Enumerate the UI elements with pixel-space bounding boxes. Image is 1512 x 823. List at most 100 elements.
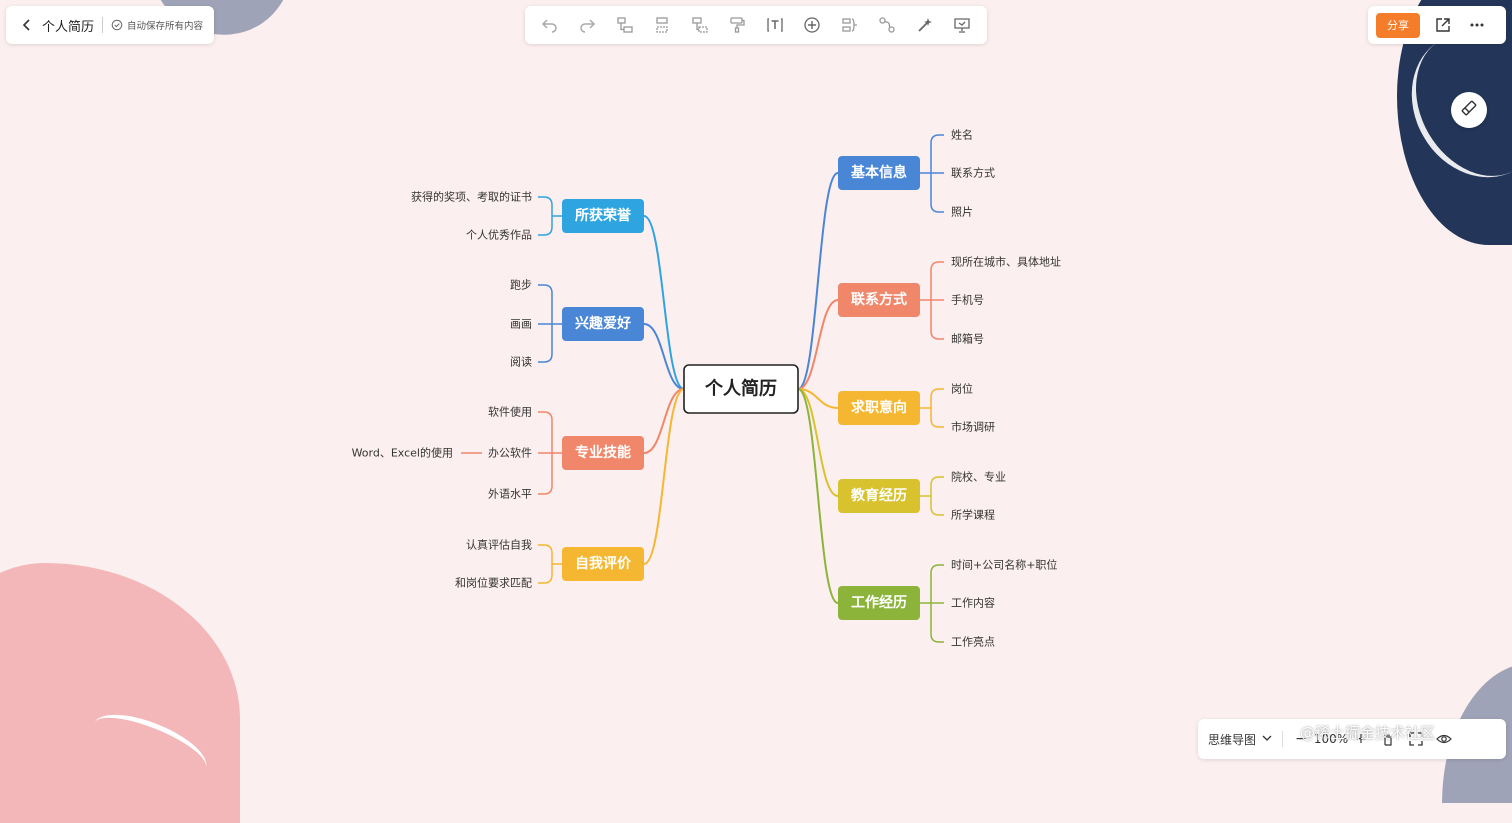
insert-icon[interactable]: [799, 12, 825, 38]
frame-icon[interactable]: [949, 12, 975, 38]
branch-label-right-2: 求职意向: [851, 399, 907, 416]
child-connector-left-2-line-2: [538, 453, 553, 495]
back-arrow-icon[interactable]: [16, 14, 38, 36]
fit-screen-icon[interactable]: [1407, 730, 1425, 748]
zoom-in-button[interactable]: +: [1355, 731, 1367, 747]
leaf-label-right-0-2: 照片: [951, 206, 973, 219]
branch-node-right-3[interactable]: [838, 479, 920, 513]
child-connector-right-3-line-0: [930, 476, 944, 496]
sibling-topic-icon[interactable]: [649, 12, 675, 38]
zoom-level: 100%: [1313, 732, 1349, 746]
leaf-label-left-1-2: 阅读: [510, 355, 532, 369]
child-connector-right-3-line-1: [930, 496, 944, 516]
style-icon[interactable]: [912, 12, 938, 38]
branch-label-right-0: 基本信息: [851, 164, 907, 181]
leaf-label-right-0-1: 联系方式: [951, 166, 995, 180]
child-connector-left-0-line-0: [538, 196, 553, 216]
more-icon[interactable]: [1466, 14, 1488, 36]
child-connector-right-4-line-0: [930, 564, 944, 603]
editor-toolbar: [525, 6, 987, 44]
leaf-label-right-1-0: 现所在城市、具体地址: [951, 255, 1061, 269]
leaf-label-left-2-0: 软件使用: [488, 405, 532, 419]
text-icon[interactable]: [762, 12, 788, 38]
branch-node-left-1[interactable]: [562, 307, 644, 341]
chevron-down-icon: [1262, 732, 1272, 746]
view-controls: 思维导图 − 100% +: [1198, 719, 1506, 759]
branch-node-left-0[interactable]: [562, 199, 644, 233]
share-panel: 分享: [1368, 6, 1506, 44]
branch-node-left-2[interactable]: [562, 436, 644, 470]
child-connector-left-3-line-0: [538, 544, 553, 564]
connector-root-right-3: [797, 388, 839, 497]
undo-icon[interactable]: [537, 12, 563, 38]
connector-root-right-4: [797, 388, 839, 604]
child-connector-right-0-line-0: [930, 134, 944, 173]
child-connector-left-0-line-1: [538, 216, 553, 236]
child-connector-right-2-line-0: [930, 388, 944, 408]
branch-label-left-1: 兴趣爱好: [575, 315, 631, 332]
leaf-label-right-4-1: 工作内容: [951, 596, 995, 610]
branch-label-right-4: 工作经历: [851, 594, 907, 611]
branch-label-right-1: 联系方式: [851, 291, 907, 308]
connector-root-right-0: [797, 172, 839, 390]
branch-label-left-0: 所获荣誉: [575, 207, 632, 224]
child-connector-left-2-line-0: [538, 411, 553, 453]
layout-style-button[interactable]: [1451, 92, 1487, 128]
child-connector-left-1-line-0: [538, 284, 553, 324]
branch-node-right-1[interactable]: [838, 283, 920, 317]
leaf-label-right-2-1: 市场调研: [951, 420, 995, 434]
connector-root-right-2: [797, 388, 839, 409]
branch-label-right-3: 教育经历: [851, 487, 907, 504]
divider: [1282, 731, 1284, 747]
export-icon[interactable]: [1432, 14, 1454, 36]
child-connector-right-2-line-1: [930, 408, 944, 428]
branch-node-right-0[interactable]: [838, 156, 920, 190]
connector-root-right-1: [797, 299, 839, 390]
branch-node-left-3[interactable]: [562, 547, 644, 581]
leaf-label-right-4-2: 工作亮点: [951, 635, 995, 649]
eye-icon[interactable]: [1435, 730, 1453, 748]
check-circle-icon: [111, 19, 123, 31]
mindmap-canvas[interactable]: 基本信息姓名联系方式照片联系方式现所在城市、具体地址手机号邮箱号求职意向岗位市场…: [0, 0, 1512, 763]
branch-node-right-4[interactable]: [838, 586, 920, 620]
format-painter-icon[interactable]: [724, 12, 750, 38]
leaf-label-left-1-1: 画画: [510, 318, 532, 331]
branch-node-right-2[interactable]: [838, 391, 920, 425]
magic-wand-icon: [1460, 99, 1478, 121]
leaf-label-right-1-2: 邮箱号: [951, 332, 984, 346]
leaf-label-right-0-0: 姓名: [951, 128, 973, 142]
leaf-label-left-3-0: 认真评估自我: [466, 538, 532, 552]
zoom-out-button[interactable]: −: [1295, 731, 1307, 747]
leaf-label-right-3-1: 所学课程: [951, 508, 995, 522]
root-label: 个人简历: [704, 378, 777, 400]
share-button[interactable]: 分享: [1376, 12, 1420, 38]
autosave-status: 自动保存所有内容: [127, 21, 204, 32]
root-node[interactable]: [683, 364, 799, 414]
document-header: 个人简历 自动保存所有内容: [6, 6, 214, 44]
mode-dropdown[interactable]: 思维导图: [1208, 731, 1272, 748]
branch-label-left-2: 专业技能: [575, 444, 631, 461]
connector-root-left-1: [643, 323, 685, 390]
document-title[interactable]: 个人简历: [42, 19, 95, 35]
hand-pan-icon[interactable]: [1379, 730, 1397, 748]
leaf-label-left-0-1: 个人优秀作品: [466, 229, 532, 242]
child-topic-icon[interactable]: [612, 12, 638, 38]
leaf-label-left-2-1: 办公软件: [488, 446, 532, 460]
child-connector-left-1-line-2: [538, 324, 553, 363]
redo-icon[interactable]: [574, 12, 600, 38]
connector-root-left-2: [643, 388, 685, 454]
mode-label: 思维导图: [1208, 732, 1257, 747]
leaf-label-right-1-1: 手机号: [951, 293, 984, 307]
summary-icon[interactable]: [837, 12, 863, 38]
parent-topic-icon[interactable]: [687, 12, 713, 38]
relation-icon[interactable]: [874, 12, 900, 38]
leaf-label-right-2-0: 岗位: [951, 382, 973, 396]
connector-root-left-3: [643, 388, 685, 565]
child-connector-right-0-line-2: [930, 173, 944, 213]
leaf-label-left-3-1: 和岗位要求匹配: [455, 576, 532, 590]
child-connector-right-1-line-2: [930, 300, 944, 340]
leaf-label-left-0-0: 获得的奖项、考取的证书: [411, 190, 532, 204]
child-connector-left-3-line-1: [538, 564, 553, 584]
leaf-label-right-3-0: 院校、专业: [951, 470, 1006, 484]
leaf-label-right-4-0: 时间+公司名称+职位: [951, 558, 1057, 572]
